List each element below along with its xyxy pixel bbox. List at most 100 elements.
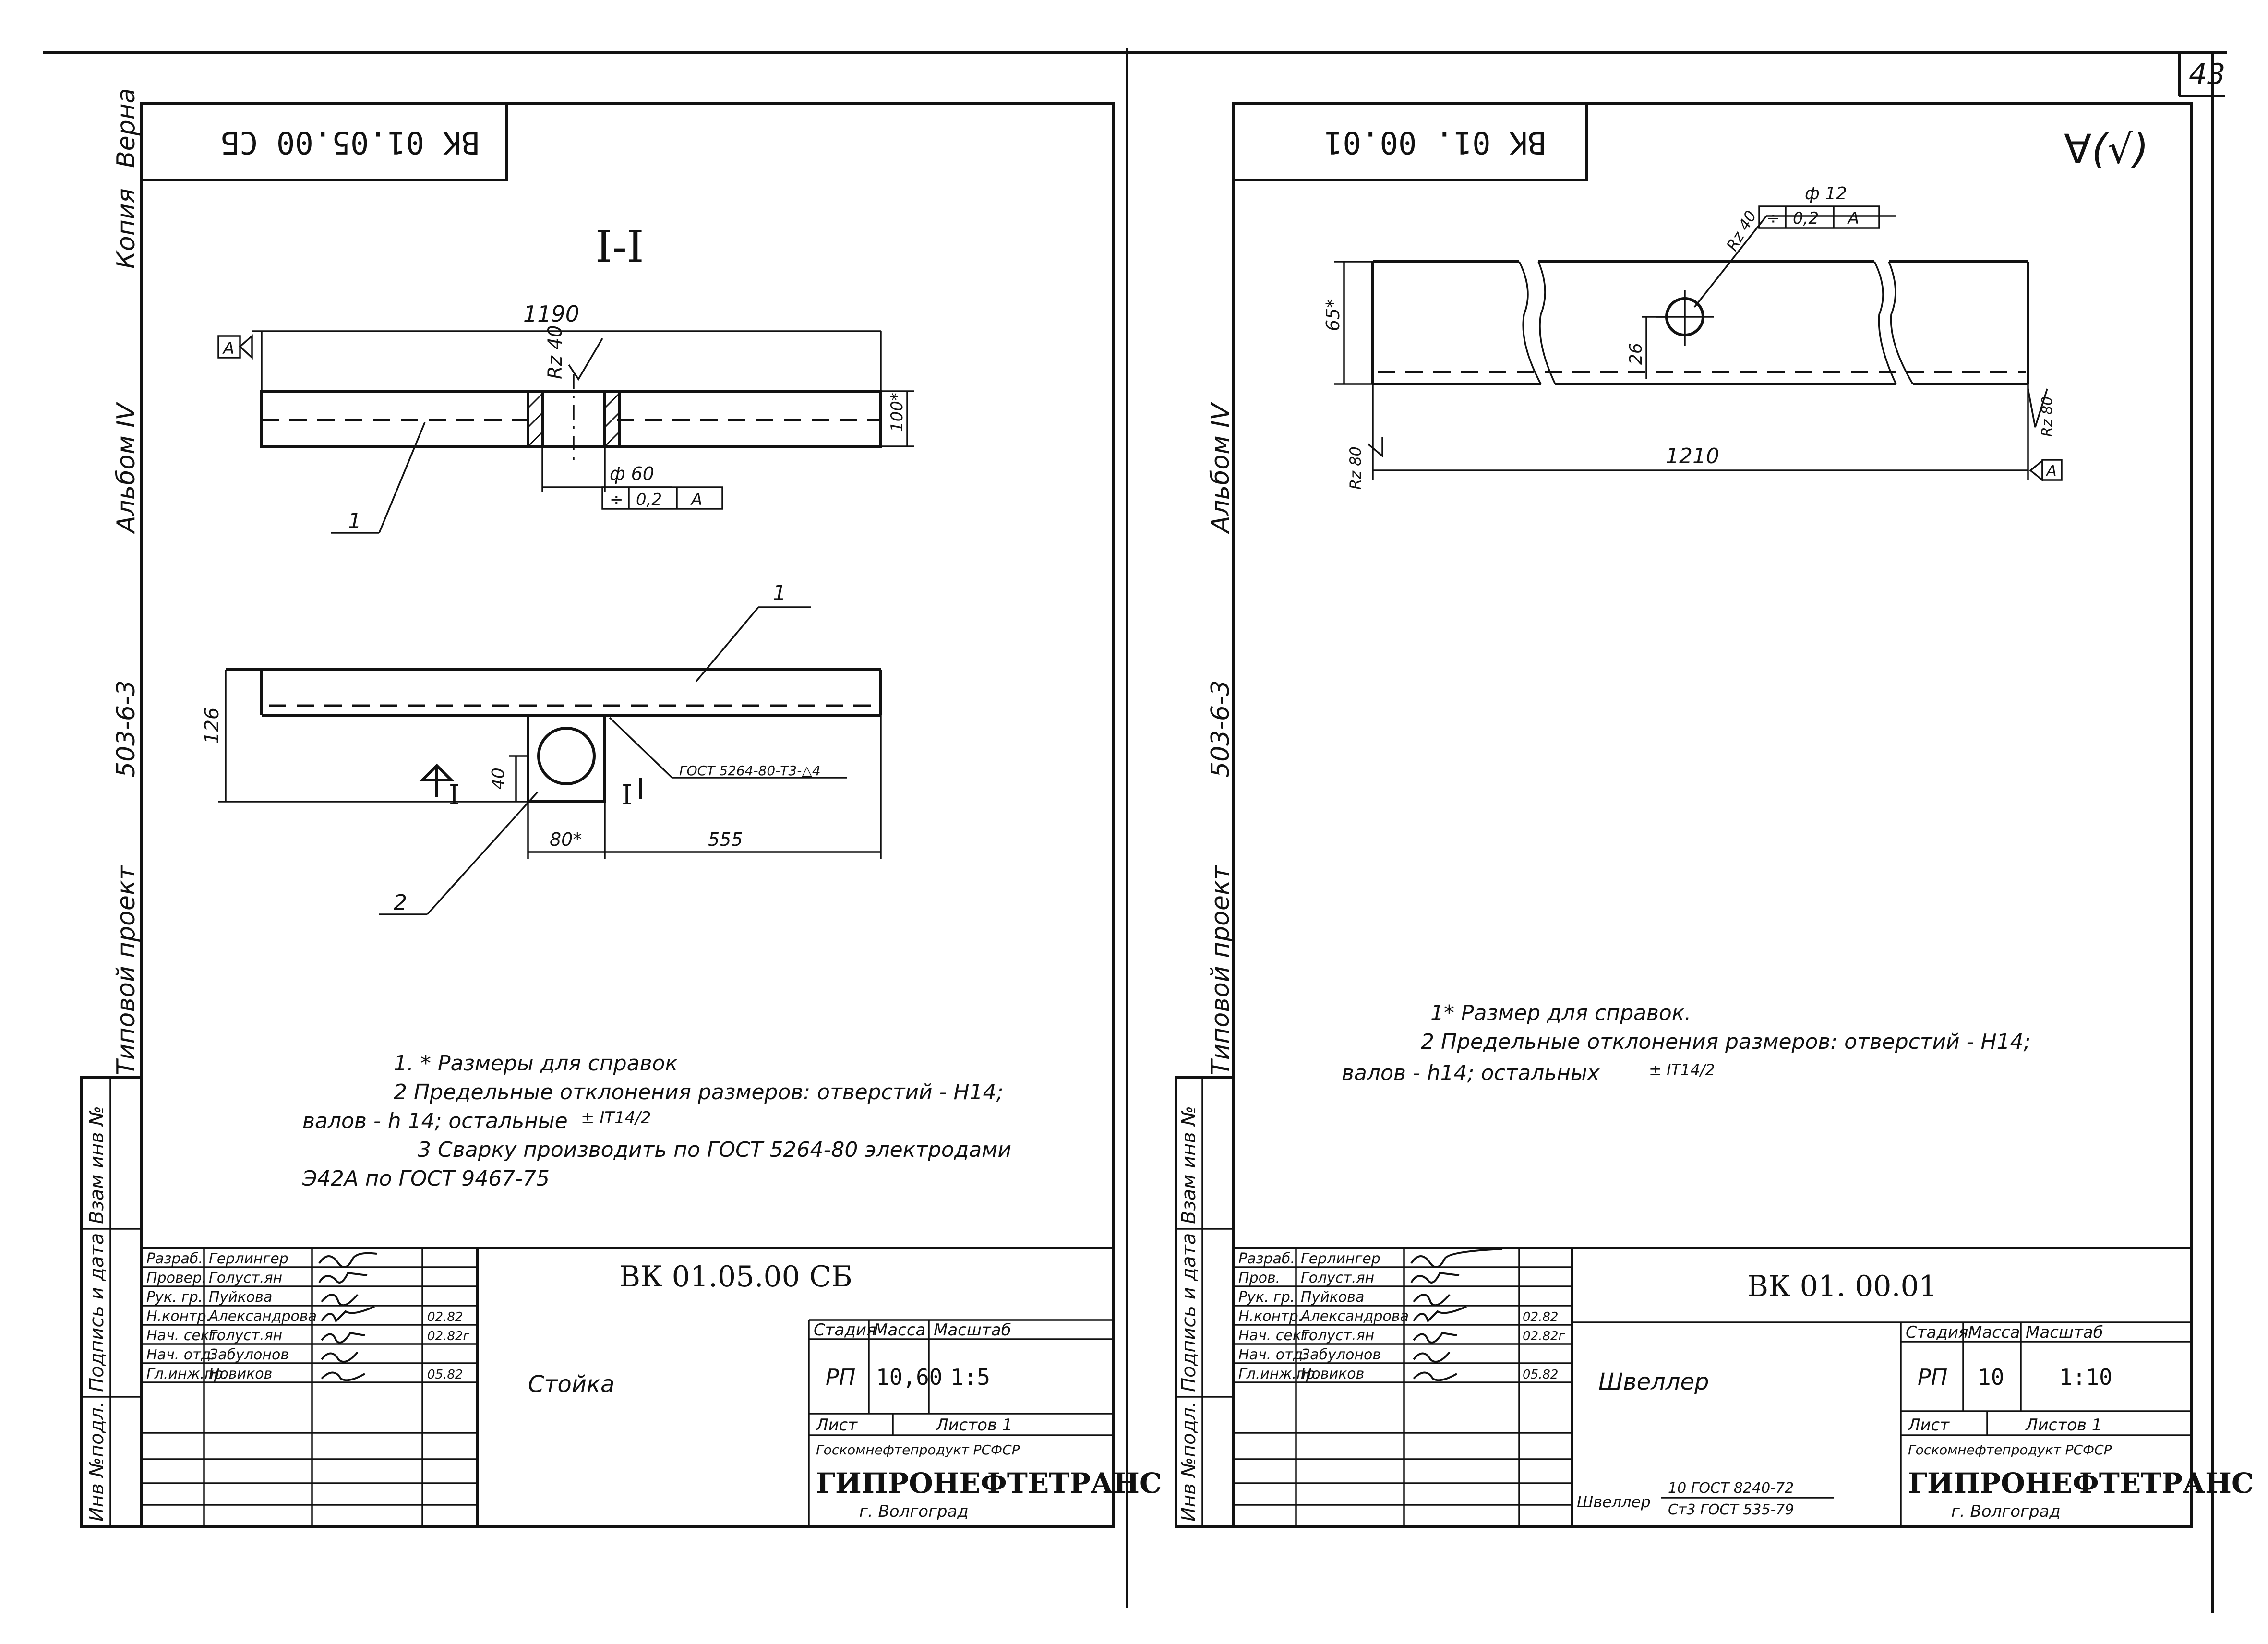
left-name-2: Пуйкова bbox=[209, 1289, 272, 1306]
right-date-3: 02.82 bbox=[1523, 1310, 1558, 1324]
right-name-0: Герлингер bbox=[1301, 1250, 1380, 1267]
right-date-4: 02.82г bbox=[1523, 1329, 1565, 1344]
right-name-6: Новиков bbox=[1301, 1366, 1364, 1382]
right-role-0: Разраб. bbox=[1238, 1250, 1295, 1267]
left-role-4: Нач. сект. bbox=[146, 1327, 222, 1344]
tol-datum: A bbox=[690, 490, 702, 509]
cut-left: I bbox=[449, 780, 459, 811]
right-sheets: Листов 1 bbox=[2025, 1416, 2102, 1435]
left-doc-code: ВК 01.05.00 СБ bbox=[619, 1260, 852, 1294]
left-role-6: Гл.инж.пр. bbox=[146, 1366, 228, 1382]
right-role-6: Гл.инж.пр. bbox=[1238, 1366, 1320, 1382]
right-date-6: 05.82 bbox=[1523, 1368, 1558, 1382]
page-number: 43 bbox=[2189, 58, 2225, 91]
side-label-albom: Альбом IV bbox=[112, 402, 141, 534]
right-h-scale: Масштаб bbox=[2026, 1323, 2103, 1342]
side-label-inv: Инв №подл. bbox=[86, 1401, 108, 1522]
left-mass: 10,60 bbox=[876, 1364, 942, 1390]
r-tol-datum: A bbox=[1847, 209, 1859, 228]
left-stamp-box bbox=[140, 102, 508, 181]
right-sheet-label: Лист bbox=[1907, 1416, 1950, 1435]
left-part-name: Стойка bbox=[528, 1371, 614, 1398]
left-note-3a: 3 Сварку производить по ГОСТ 5264-80 эле… bbox=[418, 1138, 1011, 1162]
plan-pos-1: 1 bbox=[773, 581, 786, 605]
left-role-1: Провер. bbox=[146, 1270, 206, 1286]
dim-100: 100* bbox=[888, 393, 907, 432]
roughness-mark: ∀(√) bbox=[2064, 126, 2149, 173]
section-datum-a: A bbox=[222, 339, 234, 358]
left-side-labels: Верна Копия Альбом IV 503-6-3 Типовой пр… bbox=[86, 88, 141, 1522]
right-doc-code: ВК 01. 00.01 bbox=[1747, 1270, 1937, 1303]
r-side-label-vzam: Взам инв № bbox=[1178, 1106, 1200, 1224]
right-org3: г. Волгоград bbox=[1951, 1502, 2061, 1521]
left-name-3: Александрова bbox=[208, 1308, 317, 1325]
right-part-name: Швеллер bbox=[1598, 1368, 1709, 1395]
material-std2: Ст3 ГОСТ 535-79 bbox=[1668, 1501, 1794, 1518]
cut-right: I bbox=[622, 780, 632, 811]
section-title: I-I bbox=[595, 222, 644, 272]
plan-view: ГОСТ 5264-80-Т3-△4 126 40 I I 80* 555 bbox=[201, 581, 882, 915]
r-side-label-project-no: 503-6-3 bbox=[1206, 680, 1235, 778]
side-label-kopiya: Копия bbox=[112, 188, 141, 269]
right-note-2b: валов - h14; остальных bbox=[1342, 1061, 1600, 1085]
left-note-1: 1. * Размеры для справок bbox=[394, 1051, 678, 1076]
channel-view: ÷ 0,2 A ф 12 Rz 40 65* 26 1210 Rz 80 Rz … bbox=[1322, 184, 2063, 490]
right-stamp-box bbox=[1232, 102, 1588, 181]
right-role-2: Рук. гр. bbox=[1238, 1289, 1295, 1306]
dim-80: 80* bbox=[550, 829, 582, 850]
right-signatures bbox=[1410, 1248, 1503, 1381]
left-note-frac: ± IT14/2 bbox=[581, 1108, 651, 1128]
dim-1210: 1210 bbox=[1666, 444, 1719, 468]
side-label-tipovoy: Типовой проект bbox=[112, 865, 141, 1075]
right-title-block: Разраб. Пров. Рук. гр. Н.контр. Нач. сек… bbox=[1234, 1247, 2254, 1526]
rz80-left: Rz 80 bbox=[1346, 446, 1365, 490]
right-role-4: Нач. сект. bbox=[1238, 1327, 1314, 1344]
r-tol-value: 0,2 bbox=[1793, 209, 1819, 228]
left-sheet: Верна Копия Альбом IV 503-6-3 Типовой пр… bbox=[80, 88, 1162, 1528]
left-signatures bbox=[318, 1252, 377, 1381]
right-name-4: Голуст.ян bbox=[1301, 1327, 1374, 1344]
left-date-3: 02.82 bbox=[427, 1310, 463, 1324]
material-std1: 10 ГОСТ 8240-72 bbox=[1668, 1480, 1794, 1497]
dim-26: 26 bbox=[1626, 343, 1646, 365]
right-stamp-code: ВК 01. 00.01 bbox=[1324, 124, 1546, 160]
right-name-5: Забулонов bbox=[1301, 1346, 1381, 1363]
left-name-5: Забулонов bbox=[209, 1346, 289, 1363]
left-note-2b: валов - h 14; остальные bbox=[302, 1109, 568, 1133]
dim-dia60: ф 60 bbox=[610, 463, 654, 484]
left-role-2: Рук. гр. bbox=[146, 1289, 203, 1306]
r-tol-symbol: ÷ bbox=[1766, 209, 1780, 228]
right-role-5: Нач. отд. bbox=[1238, 1346, 1308, 1363]
left-h-stage: Стадия bbox=[814, 1320, 876, 1340]
left-name-4: Голуст.ян bbox=[209, 1327, 282, 1344]
right-side-labels: Альбом IV 503-6-3 Типовой проект Взам ин… bbox=[1178, 402, 1235, 1522]
left-sheet: Лист bbox=[815, 1416, 858, 1435]
right-role-3: Н.контр. bbox=[1238, 1308, 1303, 1325]
tol-symbol: ÷ bbox=[610, 490, 624, 509]
weld-spec: ГОСТ 5264-80-Т3-△4 bbox=[679, 763, 821, 779]
right-h-mass: Масса bbox=[1968, 1323, 2020, 1342]
left-note-3b: Э42А по ГОСТ 9467-75 bbox=[302, 1166, 550, 1191]
side-label-project-no: 503-6-3 bbox=[112, 680, 141, 778]
left-notes: 1. * Размеры для справок 2 Предельные от… bbox=[302, 1051, 1011, 1191]
left-h-mass: Масса bbox=[874, 1320, 925, 1340]
dim-555: 555 bbox=[708, 829, 743, 850]
right-mass: 10 bbox=[1978, 1364, 2004, 1390]
right-name-1: Голуст.ян bbox=[1301, 1270, 1374, 1286]
right-h-stage: Стадия bbox=[1906, 1323, 1968, 1342]
left-note-2a: 2 Предельные отклонения размеров: отверс… bbox=[394, 1080, 1003, 1104]
section-pos-1: 1 bbox=[348, 509, 361, 533]
left-h-scale: Масштаб bbox=[934, 1320, 1011, 1340]
right-role-1: Пров. bbox=[1238, 1270, 1280, 1286]
left-title-block: Разраб. Провер. Рук. гр. Н.контр. Нач. с… bbox=[142, 1247, 1162, 1526]
left-name-0: Герлингер bbox=[209, 1250, 288, 1267]
side-label-vzam: Взам инв № bbox=[86, 1106, 108, 1224]
right-name-3: Александрова bbox=[1300, 1308, 1409, 1325]
side-label-verna: Верна bbox=[112, 88, 141, 168]
left-org1: Госкомнефтепродукт РСФСР bbox=[816, 1442, 1020, 1458]
left-sheets: Листов 1 bbox=[935, 1416, 1012, 1435]
left-date-4: 02.82г bbox=[427, 1329, 469, 1344]
dim-40: 40 bbox=[489, 768, 508, 790]
left-name-6: Новиков bbox=[209, 1366, 272, 1382]
